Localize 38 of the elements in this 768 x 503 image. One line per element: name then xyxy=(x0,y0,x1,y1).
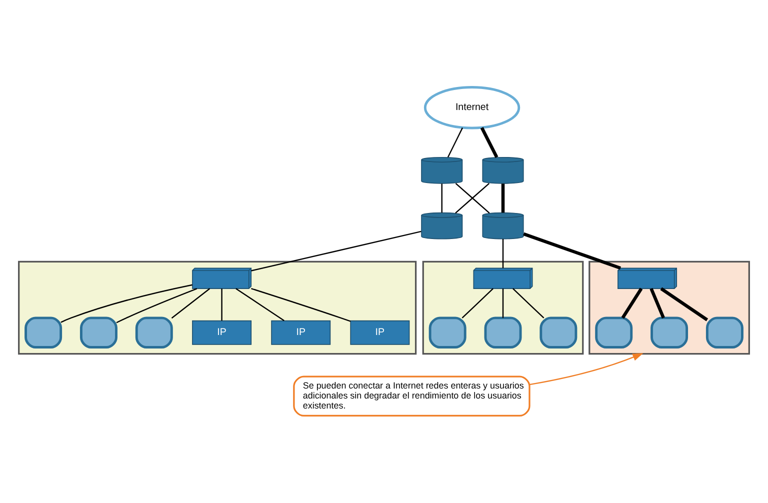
connector xyxy=(502,288,504,318)
node-computer xyxy=(80,316,118,348)
connector xyxy=(462,288,494,318)
node-box: IP xyxy=(350,320,410,345)
connector xyxy=(501,184,505,213)
node-computer xyxy=(540,316,578,348)
node-computer xyxy=(706,316,744,348)
connector xyxy=(502,238,504,268)
connector xyxy=(660,287,708,322)
node-computer xyxy=(135,316,173,348)
node-computer xyxy=(428,316,466,348)
connector xyxy=(447,128,464,158)
node-box: IP xyxy=(271,320,331,345)
node-ellipse: Internet xyxy=(424,86,520,130)
node-computer xyxy=(650,316,688,348)
connector xyxy=(512,288,544,318)
cluster xyxy=(18,260,417,355)
node-box: Se pueden conectar a Internet redes enteras y usuarios adicionales sin degradar el rendimiento de los usuarios existentes. xyxy=(293,376,530,417)
node-box: IP xyxy=(192,320,252,345)
connector xyxy=(251,230,422,272)
connector xyxy=(480,127,498,158)
arrow xyxy=(529,353,644,386)
connector xyxy=(621,288,643,319)
node-computer xyxy=(484,316,522,348)
connector xyxy=(171,288,210,319)
connector xyxy=(441,184,442,213)
connector xyxy=(523,232,622,270)
connector xyxy=(236,288,284,322)
connector xyxy=(650,288,665,319)
node-computer xyxy=(24,316,62,348)
connector xyxy=(116,288,198,324)
connector xyxy=(455,182,490,214)
cluster xyxy=(588,260,750,355)
connector xyxy=(221,288,222,321)
node-computer xyxy=(595,316,633,348)
connector xyxy=(251,288,351,322)
connector xyxy=(60,284,192,323)
cluster xyxy=(422,260,584,355)
